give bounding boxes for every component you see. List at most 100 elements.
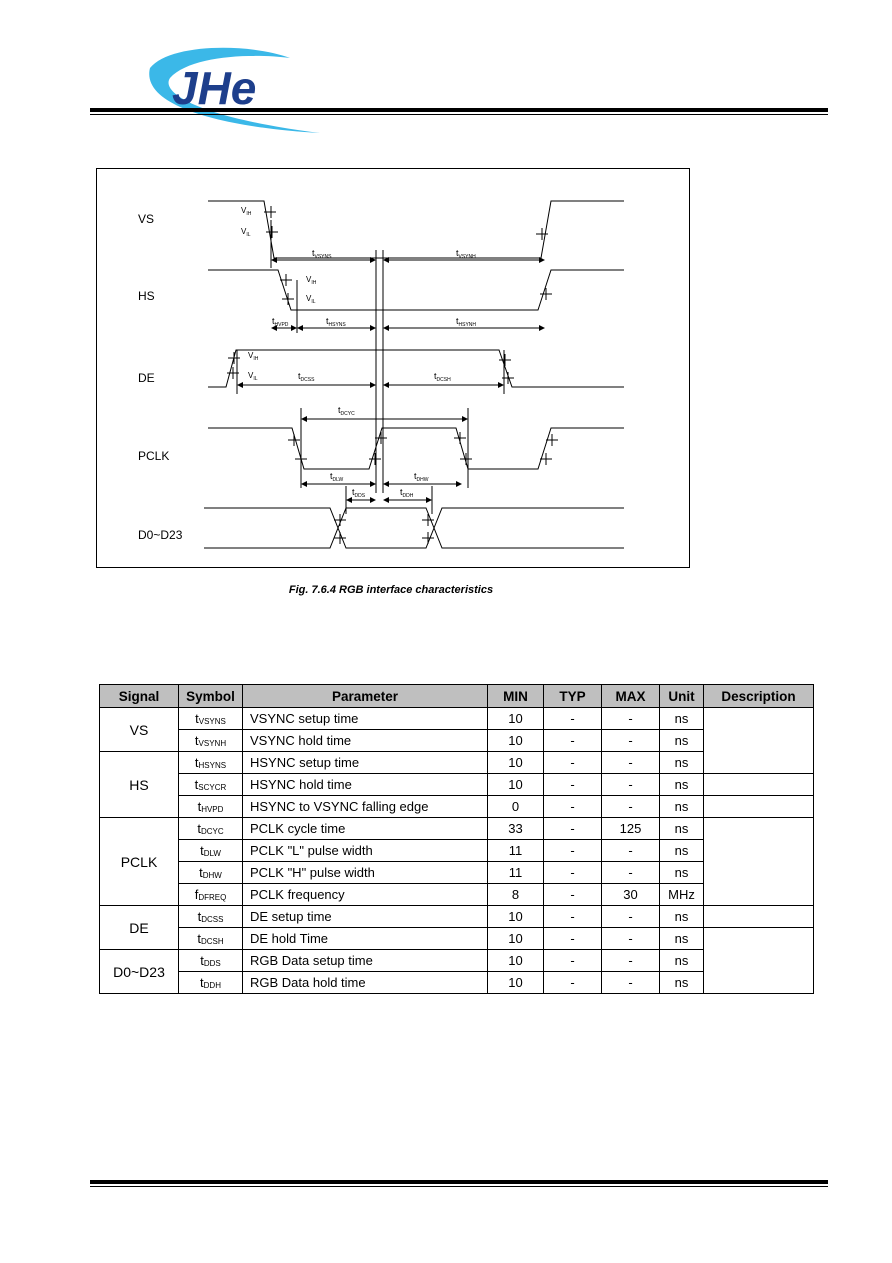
max-cell: - (601, 751, 660, 774)
symbol-cell: tDHW (178, 861, 243, 884)
vs-vih-label: VIH (241, 206, 252, 217)
tdcsh-label: tDCSH (434, 371, 451, 383)
hs-vil-label: VIL (306, 294, 316, 305)
unit-cell: ns (659, 773, 704, 796)
min-cell: 10 (487, 927, 544, 950)
thsyns-label: tHSYNS (326, 316, 346, 328)
tvsynh-label: tVSYNH (456, 248, 476, 260)
timing-spec-table: Signal Symbol Parameter MIN TYP MAX Unit… (99, 684, 814, 994)
symbol-cell: tDCSS (178, 905, 243, 928)
timing-diagram: VS HS DE PCLK D0~D23 (96, 168, 690, 568)
signal-cell: DE (99, 905, 179, 950)
vs-vil-label: VIL (241, 227, 251, 238)
unit-cell: MHz (659, 883, 704, 906)
unit-cell: ns (659, 971, 704, 994)
pclk-waveform (208, 427, 624, 470)
min-cell: 10 (487, 751, 544, 774)
symbol-cell: tDDS (178, 949, 243, 972)
symbol-cell: fDFREQ (178, 883, 243, 906)
parameter-cell: HSYNC to VSYNC falling edge (242, 795, 488, 818)
header-rule-thin (90, 114, 828, 115)
signal-label-vs: VS (138, 212, 154, 226)
table-row: tDLW PCLK "L" pulse width 11 - - ns (100, 839, 814, 862)
typ-cell: - (543, 707, 602, 730)
hs-waveform (208, 269, 624, 311)
col-header-typ: TYP (543, 684, 602, 708)
symbol-cell: tDDH (178, 971, 243, 994)
unit-cell: ns (659, 707, 704, 730)
col-header-symbol: Symbol (178, 684, 243, 708)
max-cell: 125 (601, 817, 660, 840)
typ-cell: - (543, 883, 602, 906)
signal-label-data: D0~D23 (138, 528, 183, 542)
typ-cell: - (543, 729, 602, 752)
symbol-cell: tDLW (178, 839, 243, 862)
max-cell: - (601, 949, 660, 972)
table-row: HS tHSYNS HSYNC setup time 10 - - ns (99, 751, 814, 818)
company-logo: JHe (149, 47, 320, 133)
table-header-row: Signal Symbol Parameter MIN TYP MAX Unit… (99, 684, 814, 708)
tdcyc-label: tDCYC (338, 405, 355, 417)
parameter-cell: HSYNC setup time (242, 751, 488, 774)
parameter-cell: DE setup time (242, 905, 488, 928)
vs-waveform (208, 200, 624, 259)
tvsyns-label: tVSYNS (312, 248, 332, 260)
max-cell: - (601, 707, 660, 730)
signal-cell: VS (99, 707, 179, 752)
col-header-unit: Unit (659, 684, 704, 708)
logo-text: JHe (172, 62, 256, 114)
col-header-min: MIN (487, 684, 544, 708)
unit-cell: ns (659, 729, 704, 752)
tdhw-label: tDHW (414, 471, 429, 483)
footer-rule-thin (90, 1186, 828, 1187)
min-cell: 10 (487, 707, 544, 730)
data-waveform-upper (204, 507, 624, 549)
signal-label-hs: HS (138, 289, 155, 303)
max-cell: - (601, 971, 660, 994)
table-row: tDHW PCLK "H" pulse width 11 - - ns (100, 861, 814, 884)
min-cell: 33 (487, 817, 544, 840)
thvpd-label: tHVPD (272, 316, 289, 328)
symbol-cell: tSCYCR (178, 773, 243, 796)
signal-label-de: DE (138, 371, 155, 385)
table-row: PCLK tDCYC PCLK cycle time 33 - 125 ns (99, 817, 814, 906)
max-cell: - (601, 839, 660, 862)
parameter-cell: PCLK cycle time (242, 817, 488, 840)
figure-caption: Fig. 7.6.4 RGB interface characteristics (288, 584, 494, 596)
description-cell (703, 795, 814, 818)
unit-cell: ns (659, 905, 704, 928)
max-cell: - (601, 927, 660, 950)
hs-vih-label: VIH (306, 275, 317, 286)
typ-cell: - (543, 927, 602, 950)
min-cell: 0 (487, 795, 544, 818)
symbol-cell: tDCSH (178, 927, 243, 950)
table-row: tSCYCR HSYNC hold time 10 - - ns (100, 773, 814, 796)
de-vil-label: VIL (248, 371, 258, 382)
tdds-label: tDDS (352, 487, 366, 499)
max-cell: 30 (601, 883, 660, 906)
description-cell (703, 773, 814, 796)
parameter-cell: VSYNC hold time (242, 729, 488, 752)
max-cell: - (601, 905, 660, 928)
symbol-cell: tHVPD (178, 795, 243, 818)
data-waveform-lower (204, 507, 624, 549)
description-cell (703, 905, 814, 928)
min-cell: 11 (487, 861, 544, 884)
tdcss-label: tDCSS (298, 371, 315, 383)
table-row: VS tVSYNS VSYNC setup time 10 - - ns (99, 707, 814, 774)
unit-cell: ns (659, 839, 704, 862)
table-row: tVSYNH VSYNC hold time 10 - - ns (100, 729, 814, 752)
unit-cell: ns (659, 861, 704, 884)
parameter-cell: RGB Data setup time (242, 949, 488, 972)
description-cell (703, 707, 814, 774)
max-cell: - (601, 773, 660, 796)
typ-cell: - (543, 751, 602, 774)
symbol-cell: tDCYC (178, 817, 243, 840)
tdlw-label: tDLW (330, 471, 344, 483)
min-cell: 10 (487, 905, 544, 928)
typ-cell: - (543, 795, 602, 818)
footer-rule (90, 1180, 828, 1184)
col-header-parameter: Parameter (242, 684, 488, 708)
symbol-cell: tHSYNS (178, 751, 243, 774)
col-header-description: Description (703, 684, 814, 708)
